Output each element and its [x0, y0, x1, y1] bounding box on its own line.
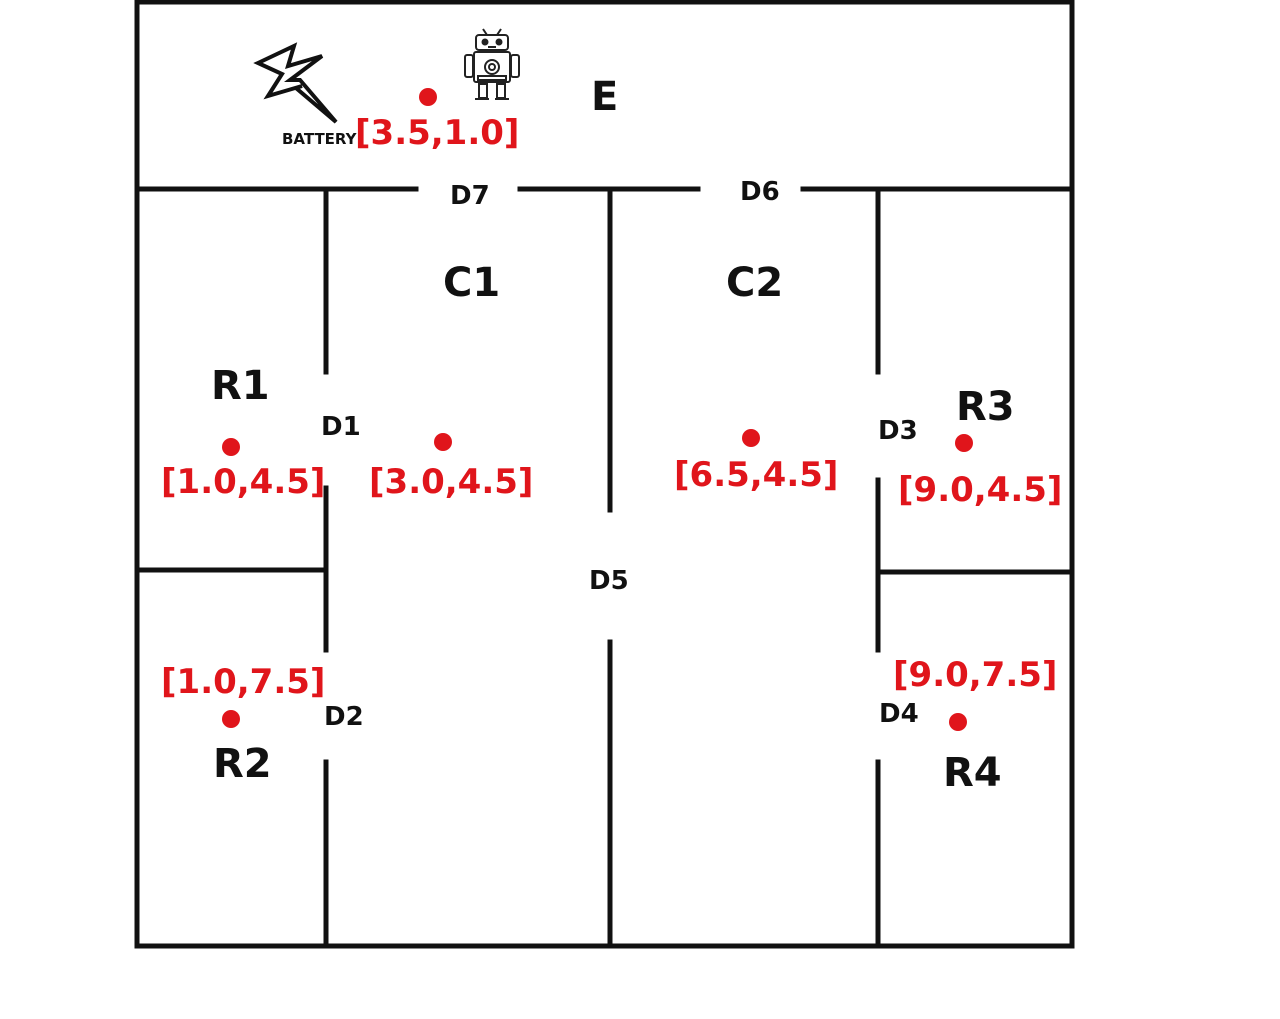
walls [134, 0, 1075, 949]
battery-label: BATTERY [282, 130, 358, 148]
door-label-d2: D2 [324, 702, 364, 732]
door-label-d7: D7 [450, 181, 490, 211]
room-label-c2: C2 [726, 260, 783, 306]
waypoint-marker-r4 [949, 713, 967, 731]
coordinate-labels: [3.5,1.0] [1.0,4.5] [3.0,4.5] [6.5,4.5] … [161, 113, 1062, 702]
door-label-d5: D5 [589, 566, 629, 596]
coord-label-r1: [1.0,4.5] [161, 462, 325, 502]
door-label-d3: D3 [878, 416, 918, 446]
waypoint-marker-r1 [222, 438, 240, 456]
room-label-r2: R2 [213, 741, 272, 787]
coord-label-c2: [6.5,4.5] [674, 455, 838, 495]
door-label-d1: D1 [321, 412, 361, 442]
room-label-r1: R1 [211, 363, 270, 409]
waypoint-markers [222, 88, 973, 731]
coord-label-r4: [9.0,7.5] [893, 655, 1057, 695]
room-label-e: E [591, 74, 618, 120]
outer-wall [134, 0, 1075, 949]
door-labels: D1 D2 D3 D4 D5 D6 D7 [321, 177, 919, 732]
door-label-d4: D4 [879, 699, 919, 729]
waypoint-marker-c2 [742, 429, 760, 447]
waypoint-marker-r3 [955, 434, 973, 452]
door-label-d6: D6 [740, 177, 780, 207]
room-label-c1: C1 [443, 260, 500, 306]
waypoint-marker-c1 [434, 433, 452, 451]
lightning-bolt-icon [253, 42, 338, 124]
coord-label-c1: [3.0,4.5] [369, 462, 533, 502]
room-label-r4: R4 [943, 750, 1002, 796]
coord-label-r3: [9.0,4.5] [898, 470, 1062, 510]
coord-label-r2: [1.0,7.5] [161, 662, 325, 702]
robot-icon [464, 28, 520, 100]
waypoint-marker-r2 [222, 710, 240, 728]
room-labels: E C1 C2 R1 R2 R3 R4 [211, 74, 1015, 796]
coord-label-e: [3.5,1.0] [355, 113, 519, 153]
battery-marker: BATTERY [253, 42, 358, 148]
waypoint-marker-e [419, 88, 437, 106]
room-label-r3: R3 [956, 384, 1015, 430]
